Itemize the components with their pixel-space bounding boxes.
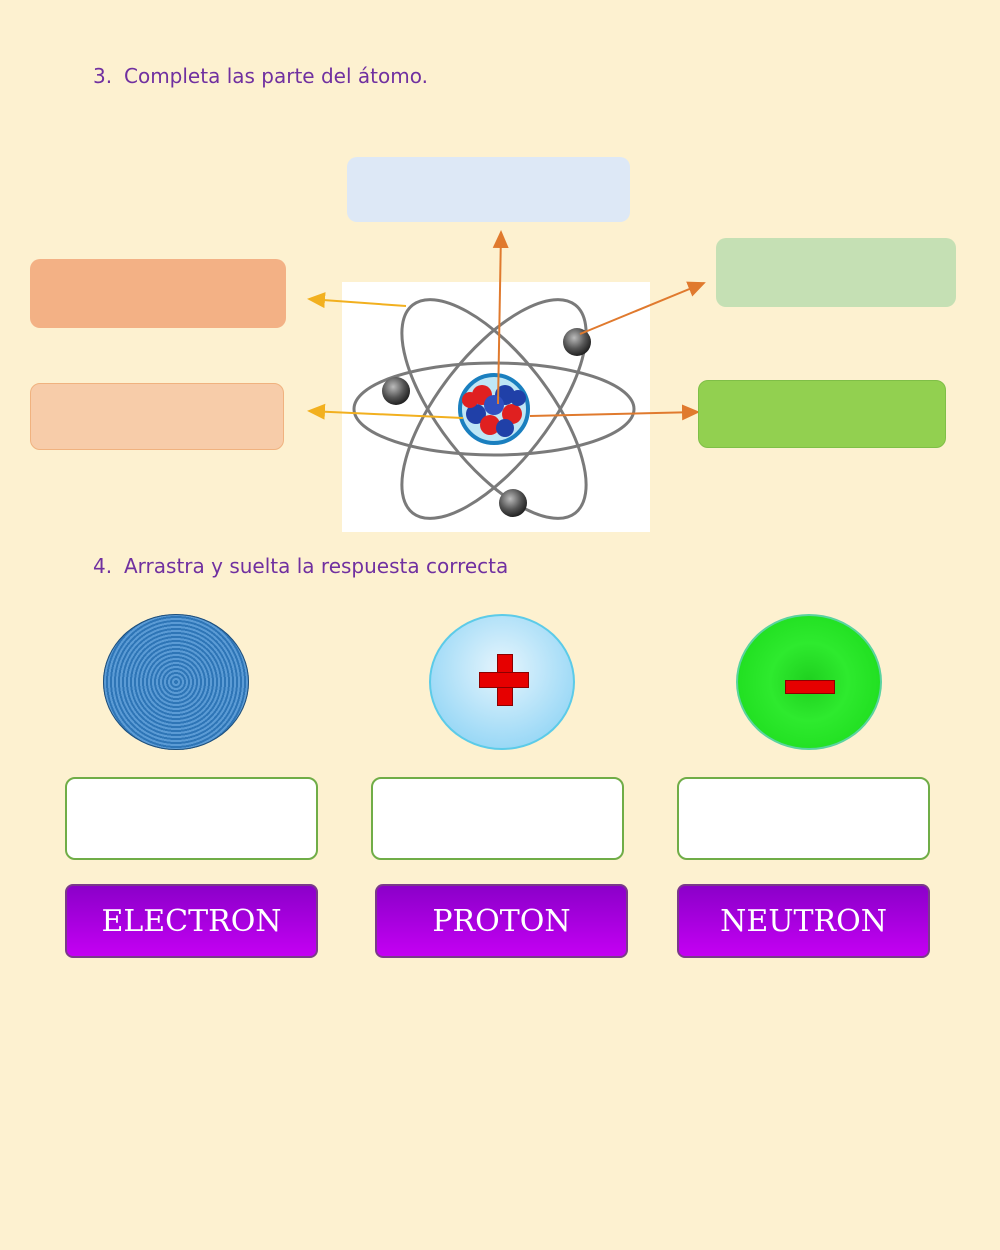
answer-dropzone-2[interactable] xyxy=(371,777,624,860)
question-4: 4. Arrastra y suelta la respuesta correct… xyxy=(93,554,508,578)
electron-disc-icon xyxy=(103,614,249,750)
electrons xyxy=(382,328,591,517)
question-text: Completa las parte del átomo. xyxy=(124,64,428,88)
neutron-disc-icon xyxy=(736,614,882,750)
answer-dropzone-1[interactable] xyxy=(65,777,318,860)
orbits xyxy=(352,298,636,520)
atom-label-top-dropzone[interactable] xyxy=(347,157,630,222)
nucleus xyxy=(458,373,530,445)
question-number: 3. xyxy=(93,64,113,88)
atom-label-upper-left-dropzone[interactable] xyxy=(30,259,286,328)
atom-diagram xyxy=(307,230,706,532)
pointer-arrows xyxy=(307,230,706,421)
word-tile-neutron[interactable]: NEUTRON xyxy=(677,884,930,958)
answer-dropzone-3[interactable] xyxy=(677,777,930,860)
question-number: 4. xyxy=(93,554,113,578)
proton-disc-icon xyxy=(429,614,575,750)
question-text: Arrastra y suelta la respuesta correcta xyxy=(124,554,509,578)
question-3: 3. Completa las parte del átomo. xyxy=(93,64,428,88)
word-tile-proton[interactable]: PROTON xyxy=(375,884,628,958)
word-tile-electron[interactable]: ELECTRON xyxy=(65,884,318,958)
atom-label-upper-right-dropzone[interactable] xyxy=(716,238,956,307)
plus-sign-bar xyxy=(479,672,529,688)
atom-label-lower-right-dropzone[interactable] xyxy=(698,380,946,448)
minus-sign-icon xyxy=(785,680,835,694)
atom-label-lower-left-dropzone[interactable] xyxy=(30,383,284,450)
